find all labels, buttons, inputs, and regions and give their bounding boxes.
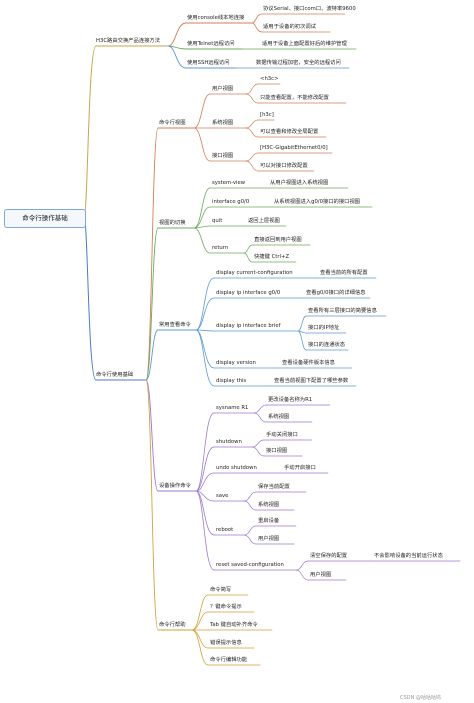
node-display-this[interactable]: display this: [216, 378, 247, 384]
node-reset-saved-config[interactable]: reset saved-configuration: [216, 562, 284, 568]
leaf-reset-note: 不会影响设备的当前运行状态: [374, 553, 443, 559]
node-undo-shutdown[interactable]: undo shutdown: [216, 465, 257, 471]
node-telnet[interactable]: 使用Telnet远程访问: [187, 41, 235, 47]
leaf-user-prompt: <h3c>: [260, 76, 279, 82]
leaf-display-version-desc: 查看设备硬件版本信息: [282, 360, 335, 366]
leaf-shutdown-desc: 手动关闭接口: [266, 432, 298, 438]
leaf-system-desc: 可以查看和修改全局配置: [260, 129, 319, 135]
node-help-errors[interactable]: 错误提示信息: [210, 640, 242, 646]
leaf-ssh-usage: 数据传输过程加密，安全的远程访问: [256, 60, 341, 66]
node-shutdown[interactable]: shutdown: [216, 439, 242, 445]
node-help-abbrev[interactable]: 命令简写: [210, 587, 232, 593]
leaf-reboot-desc: 重启设备: [258, 518, 280, 524]
leaf-save-desc: 保存当前配置: [258, 484, 290, 490]
leaf-reset-view: 用户视图: [310, 572, 332, 578]
leaf-system-view-desc: 从用户视图进入系统视图: [270, 180, 329, 186]
leaf-sysname-desc: 更改设备名称为R1: [268, 397, 313, 403]
leaf-telnet-usage: 适用于设备上面配置好后的维护管理: [262, 41, 347, 47]
node-sysname[interactable]: sysname R1: [216, 405, 249, 411]
leaf-interface-prompt: [H3C-GigabitEthernet0/0]: [260, 145, 328, 151]
topic-cli-basics[interactable]: 命令行使用基础: [96, 372, 134, 378]
leaf-brief-desc: 查看所有三层接口的简要信息: [308, 308, 377, 314]
node-display-ip-brief[interactable]: display ip interface brief: [216, 323, 281, 329]
node-cmd-system-view[interactable]: system-view: [212, 180, 246, 186]
leaf-reset-desc: 清空保存的配置: [310, 553, 348, 559]
node-cmd-interface[interactable]: interface g0/0: [212, 199, 250, 205]
node-console[interactable]: 使用console线本地连接: [187, 15, 245, 21]
node-ssh[interactable]: 使用SSH远程访问: [187, 60, 230, 66]
leaf-interface-desc: 可以对接口修改配置: [260, 163, 308, 169]
leaf-return-desc: 直接返回到用户视图: [254, 237, 302, 243]
topic-device-operations[interactable]: 设备操作命令: [159, 483, 191, 489]
node-cmd-return[interactable]: return: [212, 245, 229, 251]
root-topic[interactable]: 命令行操作基础: [4, 209, 86, 228]
node-display-ip-g00[interactable]: display ip interface g0/0: [216, 290, 281, 296]
leaf-quit-desc: 返回上层视图: [248, 218, 280, 224]
leaf-return-shortcut: 快捷键 Ctrl+Z: [254, 254, 290, 260]
node-reboot[interactable]: reboot: [216, 527, 234, 533]
leaf-shutdown-view: 接口视图: [266, 448, 288, 454]
node-save[interactable]: save: [216, 493, 229, 499]
node-cmd-quit[interactable]: quit: [212, 218, 223, 224]
node-display-version[interactable]: display version: [216, 360, 256, 366]
leaf-save-view: 系统视图: [258, 502, 280, 508]
leaf-sysname-view: 系统视图: [268, 414, 290, 420]
leaf-system-prompt: [h3c]: [260, 112, 274, 118]
node-help-editing[interactable]: 命令行编辑功能: [210, 657, 248, 663]
watermark: CSDN @咕咕咕鸠: [400, 695, 441, 701]
topic-cli-help[interactable]: 命令行帮助: [159, 622, 186, 628]
node-help-question[interactable]: ？键命令提示: [210, 604, 242, 610]
leaf-display-this-desc: 查看当前视图下配置了哪些参数: [274, 378, 349, 384]
node-help-tab[interactable]: Tab 键自动补齐命令: [210, 622, 258, 628]
leaf-brief-ip: 接口的IP地址: [308, 325, 340, 331]
leaf-console-protocol: 协议Serial、接口com口、波特率9600: [263, 6, 356, 12]
leaf-display-ip-g00-desc: 查看g0/0接口的详细信息: [306, 290, 366, 296]
node-user-view[interactable]: 用户视图: [212, 86, 234, 92]
node-interface-view[interactable]: 接口视图: [212, 153, 234, 159]
leaf-interface-desc-2: 从系统视图进入g0/0接口的接口视图: [274, 199, 361, 205]
leaf-console-usage: 适用于设备的初次调试: [263, 24, 316, 30]
topic-view-switching[interactable]: 视图的切换: [159, 220, 186, 226]
leaf-reboot-view: 用户视图: [258, 536, 280, 542]
node-display-current[interactable]: display current-configuration: [216, 270, 293, 276]
leaf-brief-status: 接口的连通状态: [308, 342, 346, 348]
node-system-view[interactable]: 系统视图: [212, 120, 234, 126]
leaf-display-current-desc: 查看当前的所有配置: [320, 270, 368, 276]
leaf-undo-shutdown-desc: 手动开启接口: [284, 465, 316, 471]
topic-connection-methods[interactable]: H3C路由交换产品连接方法: [96, 38, 161, 44]
topic-cli-views[interactable]: 命令行视图: [159, 120, 186, 126]
leaf-user-desc: 只能查看配置，不能修改配置: [260, 95, 329, 101]
topic-display-commands[interactable]: 常用查看命令: [159, 322, 191, 328]
